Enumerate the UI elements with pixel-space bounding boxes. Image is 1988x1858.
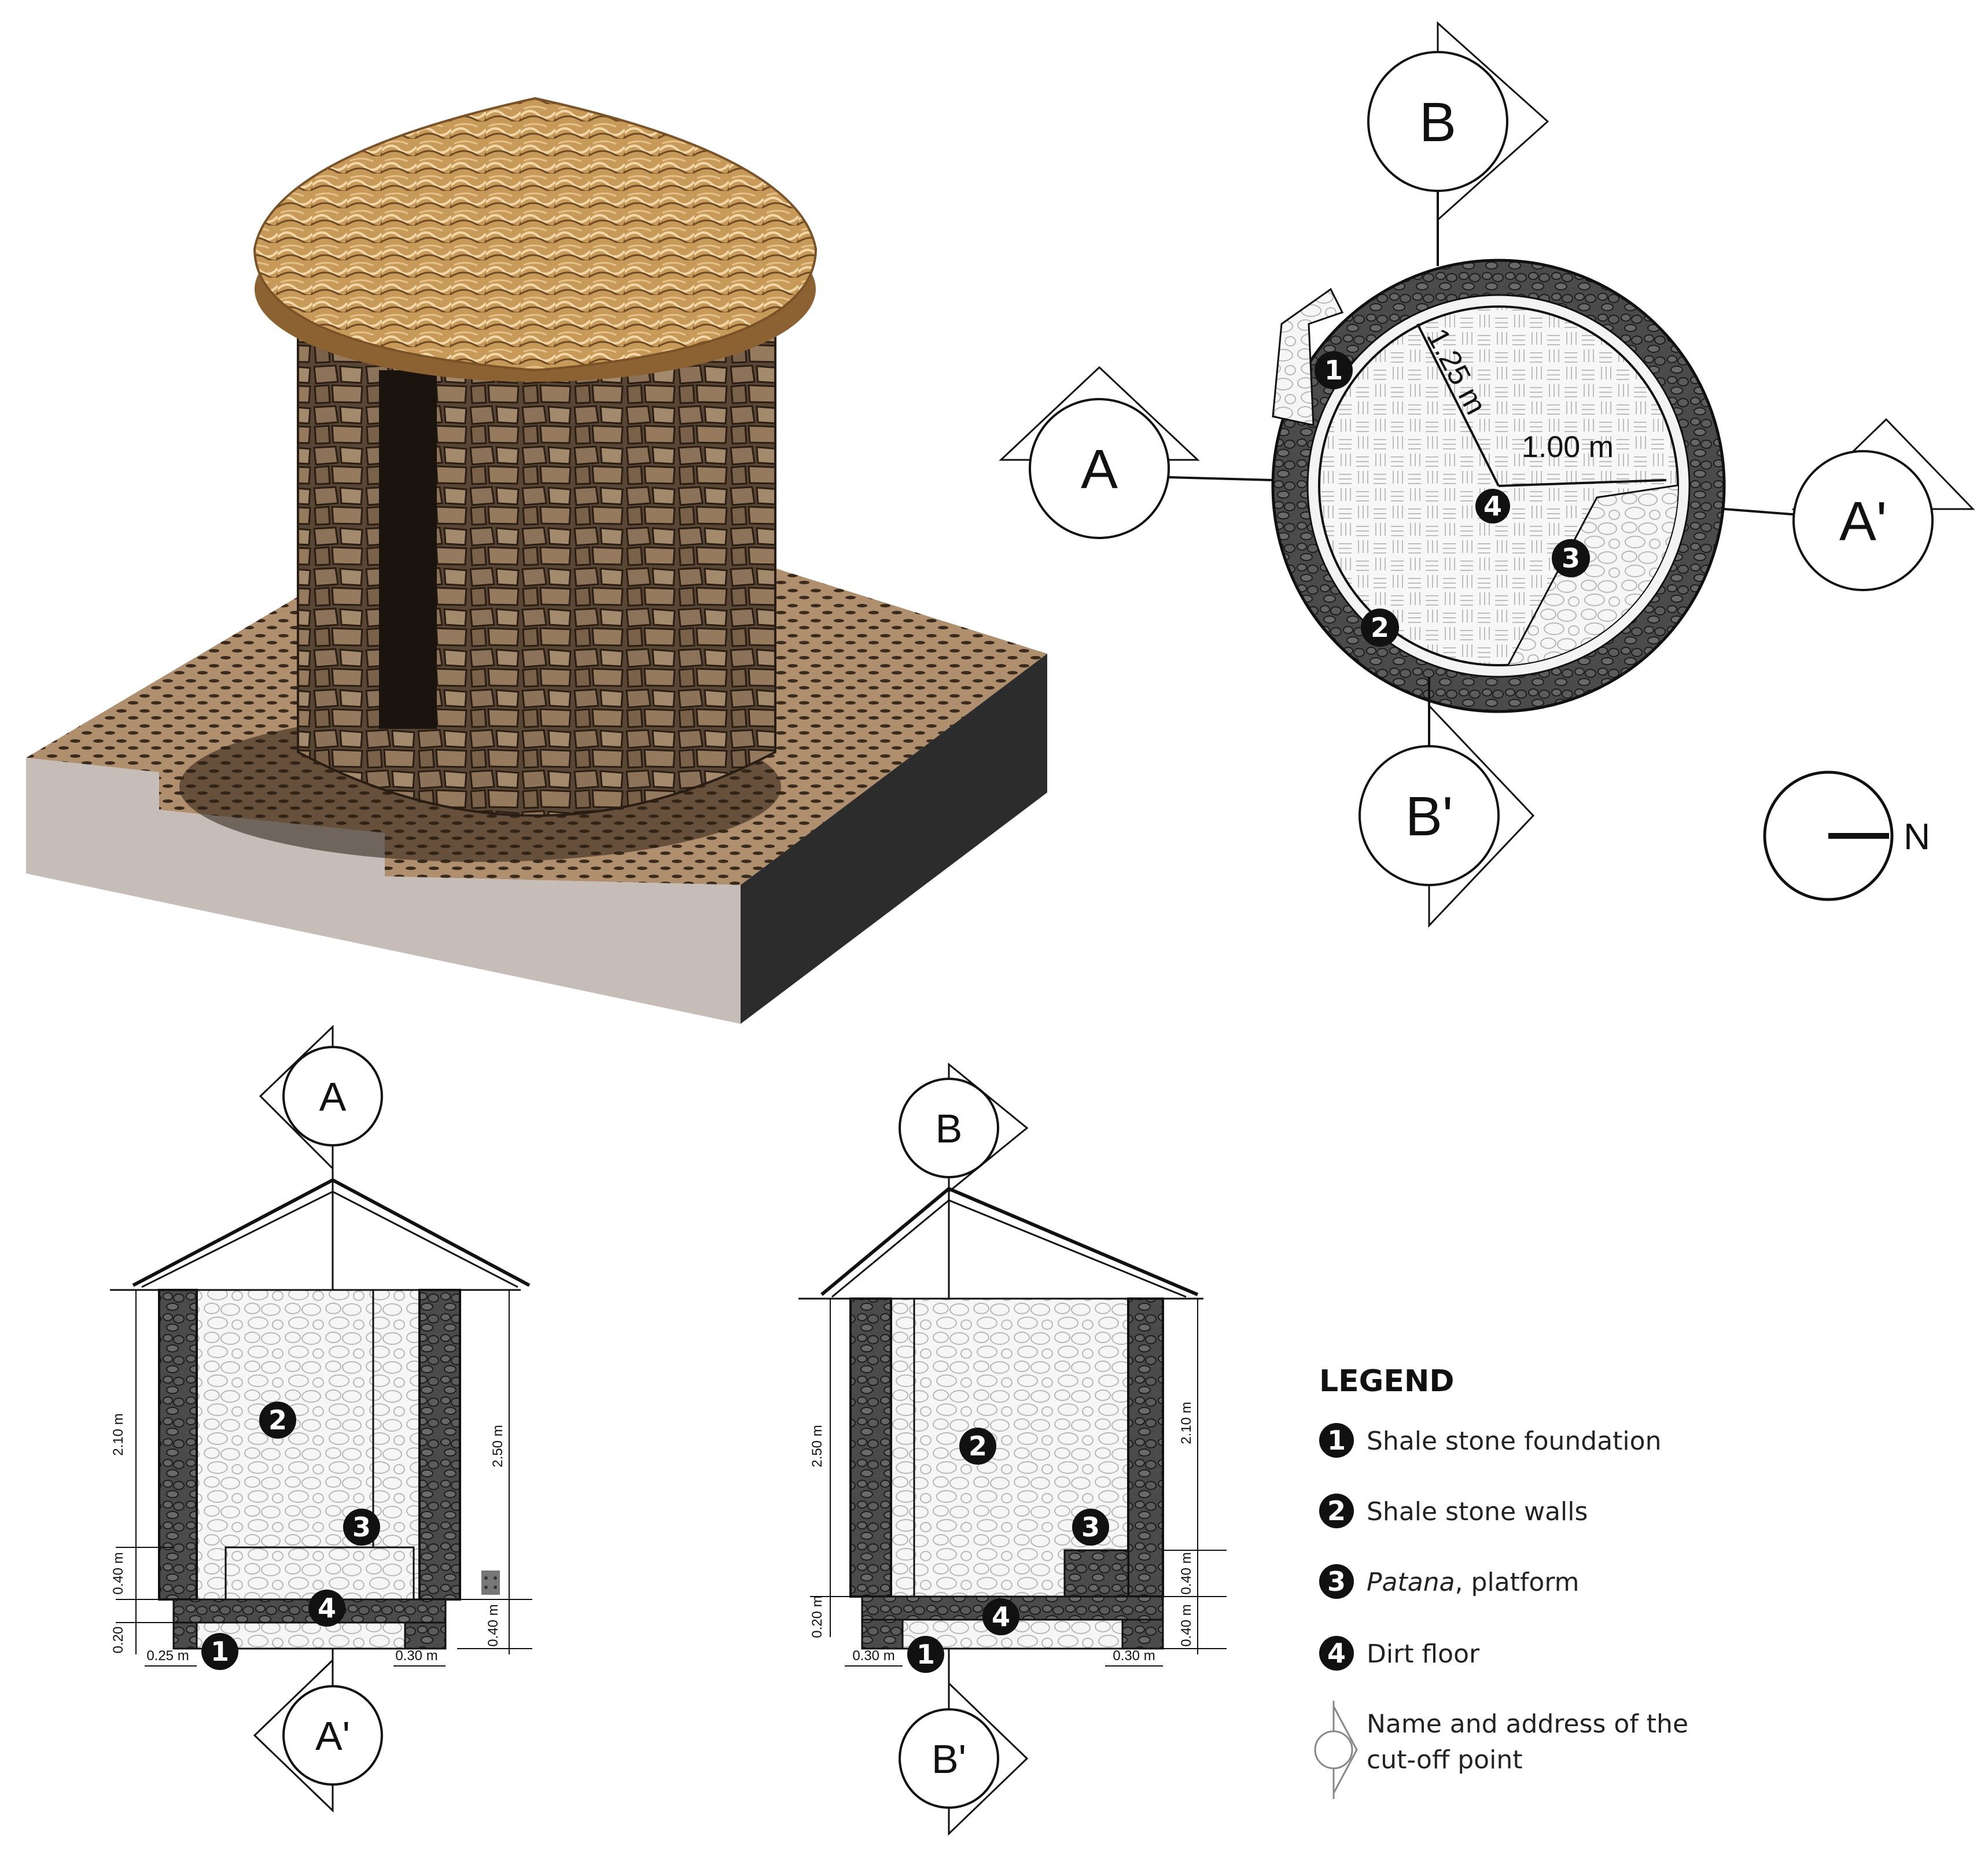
- isometric-hut-render: [26, 97, 1047, 1024]
- north-arrow: N: [1763, 771, 1930, 901]
- svg-text:2: 2: [1327, 1495, 1346, 1527]
- legend-item-1: 1 Shale stone foundation: [1319, 1423, 1661, 1458]
- sb-dim-left-wall: 0.30 m: [852, 1648, 894, 1664]
- svg-text:1: 1: [1324, 355, 1343, 386]
- iso-doorway: [379, 370, 437, 729]
- sa-right-wall: [418, 1289, 461, 1601]
- svg-text:4: 4: [318, 1592, 336, 1624]
- sa-dim-platform: 0.40 m: [111, 1552, 126, 1594]
- sb-badge-2: 2: [959, 1428, 996, 1465]
- svg-text:B': B': [1405, 786, 1453, 847]
- dim-line-inner: [1498, 479, 1667, 487]
- sb-marker-bottom: B': [899, 1681, 1029, 1836]
- sb-dim-floor: 0.20 m: [809, 1595, 825, 1638]
- sb-interior: [890, 1297, 1129, 1598]
- sb-badge-3: 3: [1072, 1509, 1109, 1546]
- plan-badge-2: 2: [1361, 609, 1399, 647]
- svg-text:3: 3: [352, 1512, 371, 1543]
- svg-text:A': A': [1839, 491, 1887, 552]
- sb-dim-wall-height: 2.10 m: [1179, 1402, 1194, 1444]
- svg-text:Name and address of the: Name and address of the: [1367, 1709, 1688, 1739]
- svg-text:1: 1: [211, 1636, 229, 1667]
- legend-cutoff-symbol: Name and address of the cut-off point: [1314, 1701, 1688, 1799]
- svg-text:A': A': [315, 1713, 350, 1759]
- svg-text:Patana, platform: Patana, platform: [1367, 1568, 1580, 1597]
- section-marker-b-prime: B': [1359, 677, 1535, 928]
- sa-badge-2: 2: [259, 1402, 296, 1439]
- sb-dim-platform: 0.40 m: [1179, 1552, 1194, 1594]
- legend: LEGEND 1 Shale stone foundation 2 Shale …: [1314, 1364, 1688, 1799]
- sb-dim-right-wall: 0.30 m: [1113, 1648, 1155, 1664]
- sa-badge-1: 1: [201, 1633, 238, 1670]
- section-marker-a-prime: A': [1724, 418, 1975, 591]
- iso-roof-dome: [253, 97, 818, 372]
- section-b: 2.50 m 2.10 m 0.40 m 0.20 m 0.40 m 0.30 …: [798, 1062, 1227, 1836]
- plan-foundation-gap: [1272, 287, 1344, 426]
- svg-text:4: 4: [992, 1601, 1010, 1632]
- legend-title: LEGEND: [1319, 1364, 1455, 1399]
- svg-text:2: 2: [969, 1431, 987, 1462]
- svg-text:1: 1: [916, 1639, 935, 1670]
- svg-text:N: N: [1904, 816, 1930, 857]
- plan-badge-4: 4: [1475, 489, 1510, 524]
- sa-dim-floor: 0.20: [111, 1627, 126, 1654]
- sb-left-wall: [849, 1297, 892, 1598]
- plan-badge-1: 1: [1315, 351, 1353, 389]
- sa-dim-right-wall: 0.30 m: [395, 1648, 437, 1664]
- sb-dim-total-height: 2.50 m: [809, 1425, 825, 1467]
- sb-platform: [1063, 1549, 1129, 1598]
- svg-text:3: 3: [1081, 1512, 1100, 1543]
- svg-text:A: A: [319, 1074, 347, 1119]
- svg-text:2: 2: [1371, 612, 1389, 643]
- sb-right-wall: [1127, 1297, 1164, 1598]
- svg-text:Dirt floor: Dirt floor: [1367, 1639, 1480, 1669]
- legend-item-2: 2 Shale stone walls: [1319, 1494, 1588, 1528]
- svg-text:Shale stone walls: Shale stone walls: [1367, 1497, 1588, 1527]
- sa-dim-total-height: 2.50 m: [490, 1425, 506, 1467]
- svg-text:2: 2: [268, 1404, 287, 1436]
- sb-badge-1: 1: [907, 1636, 944, 1673]
- legend-item-4: 4 Dirt floor: [1319, 1636, 1480, 1671]
- svg-text:B': B': [932, 1737, 966, 1782]
- section-marker-a: A: [999, 366, 1273, 539]
- svg-text:1: 1: [1327, 1425, 1346, 1456]
- section-a: 2.10 m 2.50 m 0.40 m 0.20 0.40 m 0.25 m …: [110, 1024, 532, 1813]
- sa-dim-foundation-right: 0.40 m: [485, 1604, 501, 1646]
- iso-base-side: [741, 654, 1047, 1024]
- svg-text:3: 3: [1327, 1566, 1346, 1597]
- svg-text:3: 3: [1562, 543, 1580, 574]
- sb-marker-top: B: [899, 1062, 1029, 1194]
- svg-text:4: 4: [1327, 1638, 1346, 1669]
- iso-base-front: [26, 758, 741, 1024]
- dim-inner-label: 1.00 m: [1522, 430, 1614, 464]
- sa-marker-top: A: [259, 1024, 383, 1171]
- sa-dim-wall-height: 2.10 m: [111, 1413, 126, 1455]
- plan-badge-3: 3: [1552, 539, 1590, 577]
- sb-dim-foundation-right: 0.40 m: [1179, 1604, 1194, 1646]
- sa-dim-left-wall: 0.25 m: [146, 1648, 189, 1664]
- svg-text:A: A: [1081, 438, 1118, 500]
- sa-badge-4: 4: [308, 1590, 345, 1627]
- iso-door-jamb: [338, 359, 379, 740]
- plan-view: 1.25 m 1.00 m 1 2 3 4 B B' A A': [999, 21, 1975, 928]
- sa-left-wall: [158, 1289, 198, 1601]
- svg-text:B: B: [1419, 91, 1456, 153]
- sa-badge-3: 3: [343, 1509, 380, 1546]
- svg-text:4: 4: [1483, 491, 1502, 522]
- sa-marker-bottom: A': [253, 1658, 383, 1813]
- dim-line-outer: [1416, 323, 1500, 486]
- sa-platform: [224, 1546, 415, 1601]
- sa-marker-dots: [481, 1571, 500, 1595]
- svg-text:Shale stone foundation: Shale stone foundation: [1367, 1426, 1661, 1456]
- legend-item-3: 3 Patana, platform: [1319, 1564, 1580, 1599]
- svg-text:cut-off point: cut-off point: [1367, 1745, 1522, 1775]
- section-marker-b: B: [1367, 21, 1549, 266]
- sb-badge-4: 4: [982, 1598, 1019, 1635]
- svg-text:B: B: [936, 1106, 963, 1151]
